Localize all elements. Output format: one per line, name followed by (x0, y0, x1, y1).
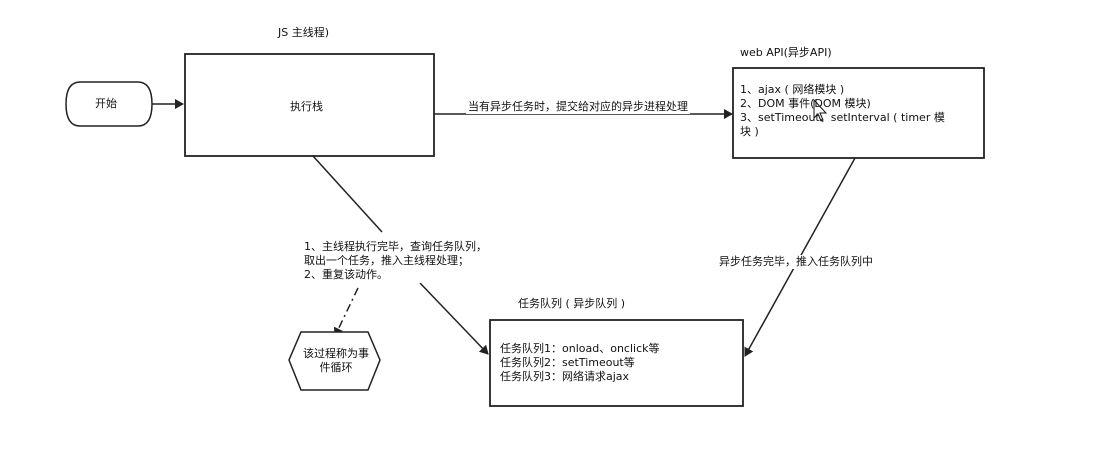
webapi-line-3: 3、setTimeout、setInterval ( timer 模 (740, 111, 945, 124)
event-loop-label: 该过程称为事 件循环 (297, 347, 375, 375)
async-dispatch-label: 当有异步任务时，提交给对应的异步进程处理 (466, 100, 690, 114)
event-loop-label-line-2: 件循环 (319, 361, 353, 374)
mouse-cursor-icon (813, 98, 828, 122)
task-queue-title: 任务队列 ( 异步队列 ) (518, 297, 626, 310)
loop-note-line-3: 2、重复该动作。 (304, 268, 388, 281)
webapi-title: web API(异步API) (740, 46, 832, 59)
exec-stack-label: 执行栈 (290, 100, 323, 113)
task-queue-content: 任务队列1：onload、onclick等 任务队列2：setTimeout等 … (500, 342, 660, 384)
start-label: 开始 (95, 97, 117, 110)
event-loop-node-shape (288, 331, 381, 391)
loop-note-line-1: 1、主线程执行完毕，查询任务队列， (304, 240, 487, 253)
start-node-shape (65, 81, 153, 127)
event-loop-dashed-arrow (333, 287, 359, 337)
exec-stack-box (184, 53, 435, 157)
webapi-box (732, 67, 985, 159)
task-queue-box (489, 319, 744, 407)
loop-note: 1、主线程执行完毕，查询任务队列， 取出一个任务，推入主线程处理； 2、重复该动… (302, 239, 489, 283)
loop-to-queue-arrow (419, 282, 489, 355)
push-to-queue-label: 异步任务完毕，推入任务队列中 (717, 255, 875, 269)
webapi-content: 1、ajax ( 网络模块 ) 2、DOM 事件(DOM 模块) 3、setTi… (740, 83, 980, 139)
task-queue-line-2: 任务队列2：setTimeout等 (500, 356, 635, 369)
webapi-line-4: 块 ) (740, 125, 759, 138)
webapi-line-2: 2、DOM 事件(DOM 模块) (740, 97, 871, 110)
stack-diagonal-line (312, 155, 383, 233)
loop-note-line-2: 取出一个任务，推入主线程处理； (304, 254, 469, 267)
task-queue-line-1: 任务队列1：onload、onclick等 (500, 342, 660, 355)
webapi-line-1: 1、ajax ( 网络模块 ) (740, 83, 845, 96)
main-thread-title: JS 主线程) (278, 26, 330, 39)
event-loop-label-line-1: 该过程称为事 (303, 347, 369, 360)
task-queue-line-3: 任务队列3：网络请求ajax (500, 370, 630, 383)
